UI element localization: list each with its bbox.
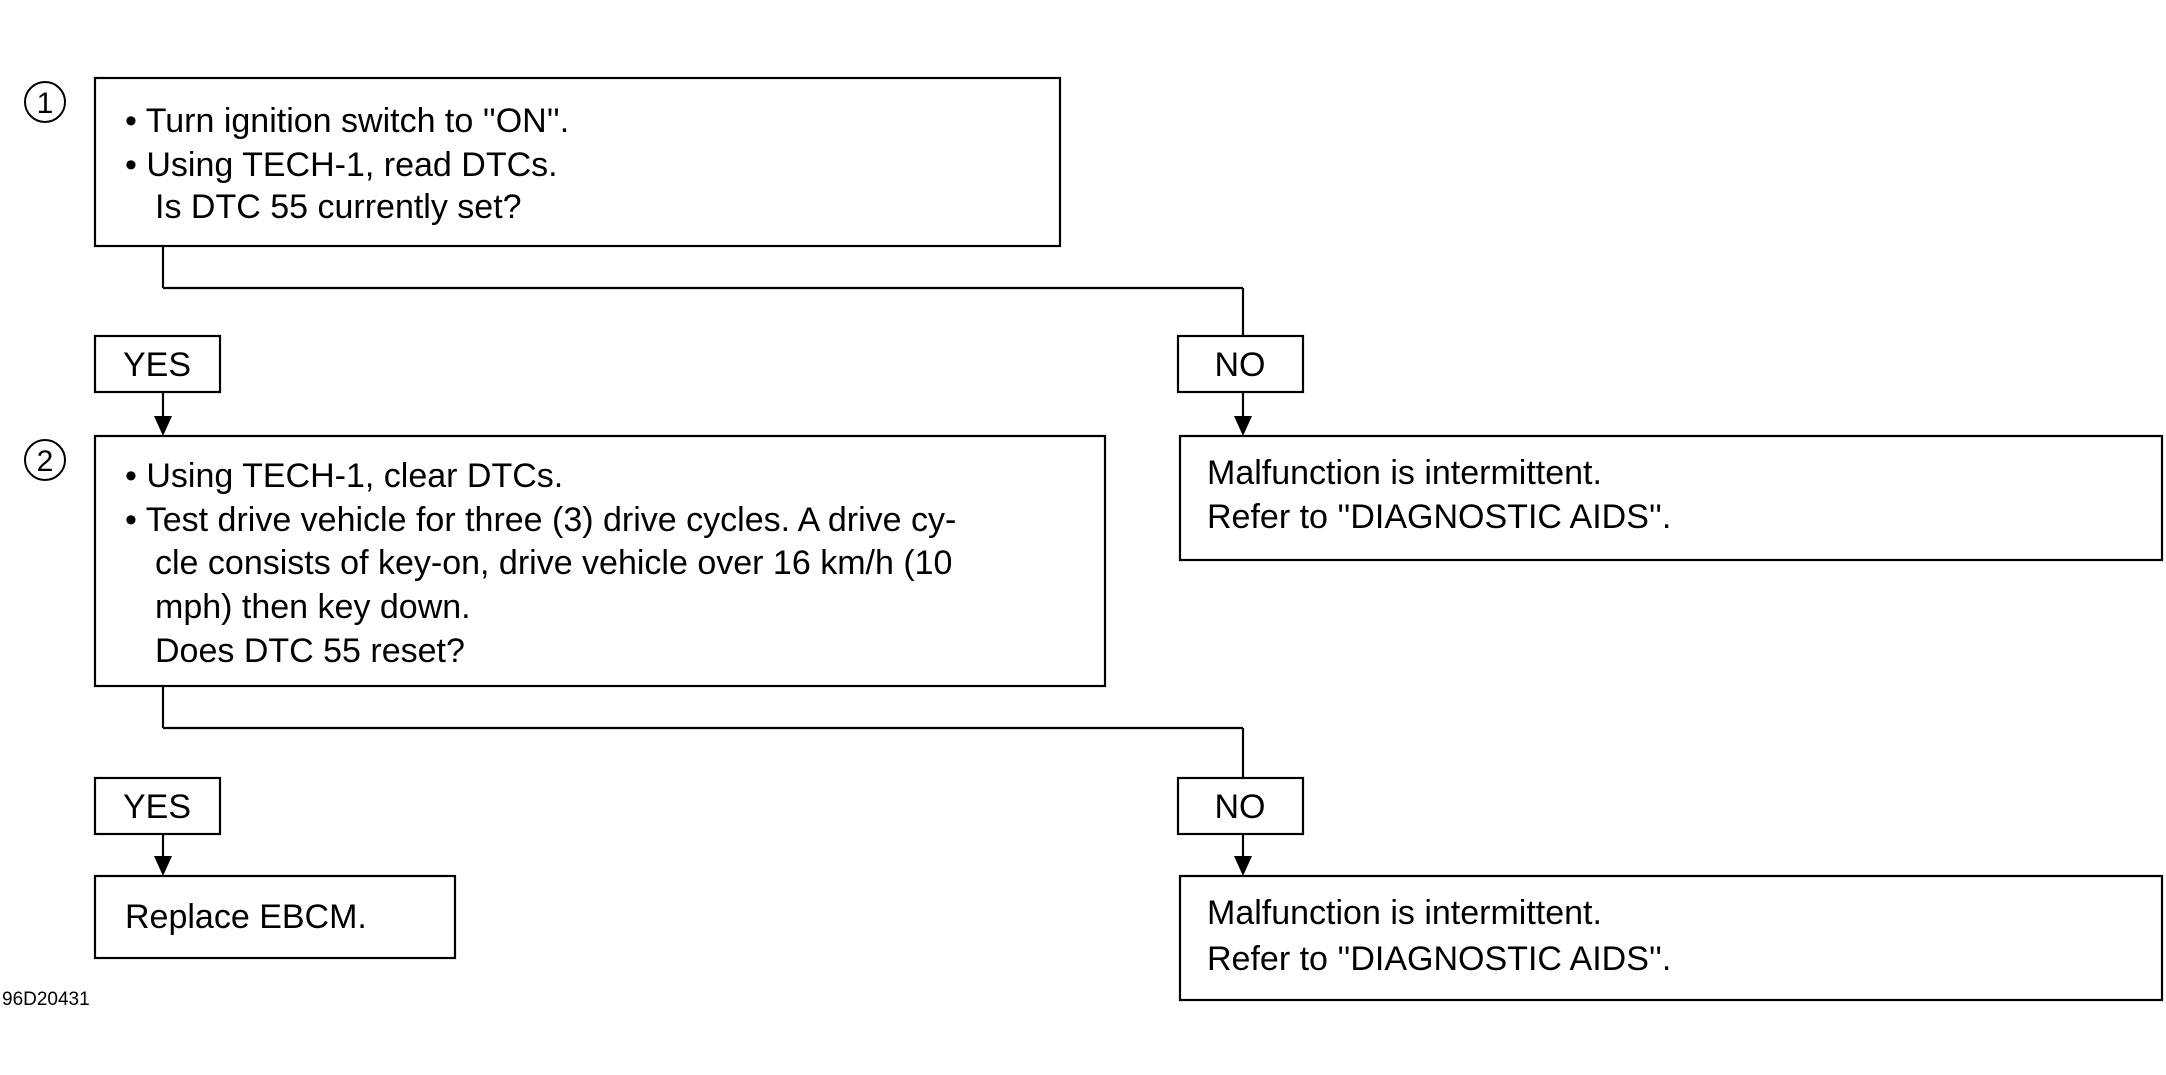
svg-text:YES: YES (123, 788, 191, 826)
arrow-to-result-2-no (1234, 856, 1252, 876)
svg-text:1: 1 (37, 87, 54, 120)
arrow-to-result-2-yes (154, 856, 172, 876)
svg-text:NO: NO (1215, 788, 1266, 826)
step-1-line-3: Is DTC 55 currently set? (155, 188, 522, 226)
step-2-line-3: cle consists of key-on, drive vehicle ov… (155, 544, 952, 582)
arrow-to-result-1-no (1234, 416, 1252, 436)
result-2-yes-line-1: Replace EBCM. (125, 898, 367, 936)
result-2-no-box: Malfunction is intermittent. Refer to ''… (1178, 874, 2164, 1002)
step-1-marker: 1 (24, 81, 66, 123)
result-1-no-line-1: Malfunction is intermittent. (1207, 454, 1602, 492)
step-2-line-4: mph) then key down. (155, 588, 471, 626)
result-1-no-box: Malfunction is intermittent. Refer to ''… (1178, 434, 2164, 562)
step-2-line-2: • Test drive vehicle for three (3) drive… (125, 501, 956, 539)
step-1-line-1: • Turn ignition switch to ''ON''. (125, 102, 569, 140)
result-2-no-line-1: Malfunction is intermittent. (1207, 894, 1602, 932)
svg-text:YES: YES (123, 346, 191, 384)
step-1-line-2: • Using TECH-1, read DTCs. (125, 146, 558, 184)
step-1-box: • Turn ignition switch to ''ON''. • Usin… (93, 76, 1062, 248)
connector-step-1 (161, 246, 1245, 336)
step-2-line-1: • Using TECH-1, clear DTCs. (125, 457, 563, 495)
yes-label-1: YES (93, 334, 222, 394)
step-2-marker: 2 (24, 439, 66, 481)
result-2-yes-box: Replace EBCM. (93, 874, 457, 960)
svg-text:NO: NO (1215, 346, 1266, 384)
connector-step-2 (161, 686, 1245, 778)
svg-text:2: 2 (37, 445, 54, 478)
no-label-2: NO (1176, 776, 1305, 836)
result-2-no-line-2: Refer to ''DIAGNOSTIC AIDS''. (1207, 940, 1671, 978)
step-2-line-5: Does DTC 55 reset? (155, 632, 465, 670)
step-2-box: • Using TECH-1, clear DTCs. • Test drive… (93, 434, 1107, 688)
figure-reference: 96D20431 (2, 989, 90, 1010)
no-label-1: NO (1176, 334, 1305, 394)
arrow-to-step-2 (154, 416, 172, 436)
result-1-no-line-2: Refer to ''DIAGNOSTIC AIDS''. (1207, 498, 1671, 536)
yes-label-2: YES (93, 776, 222, 836)
